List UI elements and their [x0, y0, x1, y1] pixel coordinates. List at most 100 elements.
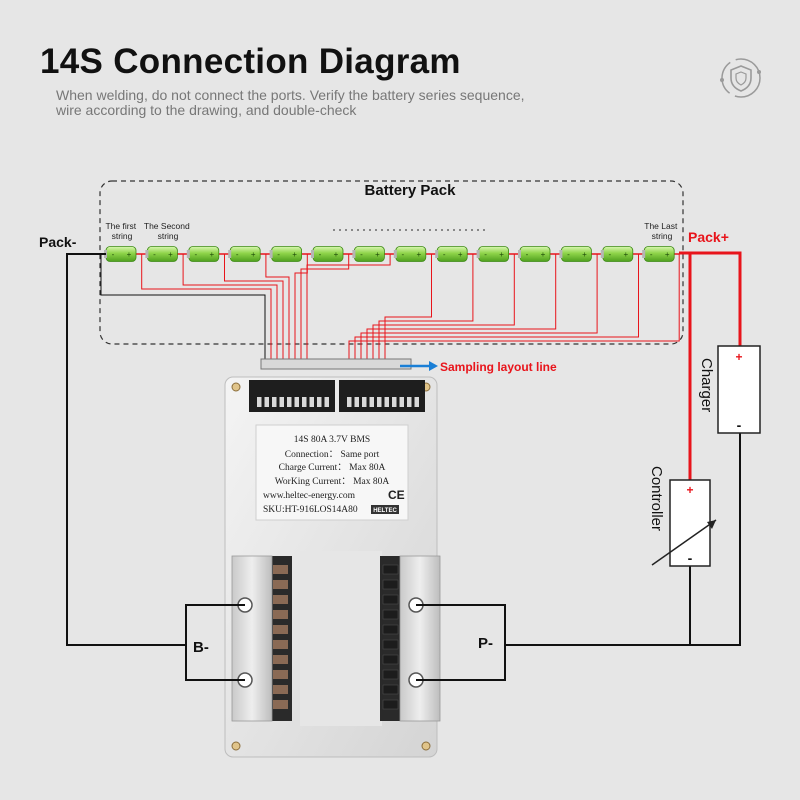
bms-label-line1: 14S 80A 3.7V BMS [294, 435, 370, 445]
battery-cell-cap [186, 250, 190, 258]
charger-label: Charger [698, 358, 715, 412]
cell-plus-sign: + [416, 250, 421, 259]
battery-cell-body [436, 246, 468, 262]
screw-icon [231, 741, 241, 751]
connector-pin [317, 397, 322, 407]
bms-label-line4: WorKing Current： Max 80A [275, 477, 390, 487]
sampling-wire [354, 254, 639, 359]
battery-cell-cap [642, 250, 646, 258]
battery-cell-body [146, 246, 178, 262]
battery-cell-body [561, 246, 592, 262]
connector-pin [392, 397, 397, 407]
b-negative-sense-wire [100, 254, 266, 359]
battery-cell: -+ [559, 246, 592, 262]
pack-negative-wire [66, 253, 186, 646]
screw-icon [421, 741, 431, 751]
battery-cell-cap [228, 250, 232, 258]
battery-cell-body [353, 246, 385, 262]
mosfet [382, 624, 399, 635]
charger-plus: + [735, 350, 742, 364]
p-negative-wire [505, 433, 741, 646]
cell-minus-sign: - [319, 250, 322, 259]
bms-label-sticker [255, 424, 409, 521]
mosfet [273, 685, 288, 694]
battery-cell-cap [435, 250, 439, 258]
first-string-label-line1: The first [105, 221, 136, 231]
b-negative-bracket [185, 604, 245, 681]
controller-label: Controller [648, 466, 665, 531]
battery-cell-body [105, 246, 137, 262]
sampling-wire [348, 254, 680, 359]
connector-pin [377, 397, 382, 407]
busbar-left [231, 555, 273, 722]
p-negative-label: P- [478, 635, 493, 652]
mosfet [273, 700, 288, 709]
cell-plus-sign: + [127, 250, 132, 259]
connector-pin [354, 397, 359, 407]
shield-check-icon [720, 58, 761, 98]
battery-cell: -+ [476, 246, 510, 262]
battery-cell-body [312, 246, 344, 262]
variable-resistor-arrow-head [707, 520, 716, 529]
battery-cell-cap [559, 250, 563, 258]
subtitle-line-1: When welding, do not connect the ports. … [56, 87, 525, 103]
cell-minus-sign: - [567, 250, 570, 259]
sampling-wires [100, 253, 680, 359]
mosfet [382, 564, 399, 575]
cell-minus-sign: - [526, 250, 529, 259]
mosfet [273, 670, 288, 679]
bms-board: 14S 80A 3.7V BMS Connection： Same port C… [224, 376, 441, 758]
battery-pack-title: Battery Pack [365, 182, 457, 199]
cell-plus-sign: + [375, 250, 380, 259]
battery-cell: -+ [393, 246, 427, 262]
battery-cell-body [229, 246, 261, 262]
cell-plus-sign: + [499, 250, 504, 259]
cell-minus-sign: - [484, 250, 487, 259]
sampling-layout-label: Sampling layout line [440, 360, 557, 374]
cell-plus-sign: + [168, 250, 173, 259]
mosfet [273, 565, 288, 574]
connector-pin [309, 397, 314, 407]
connector-pin [324, 397, 329, 407]
mosfet [382, 594, 399, 605]
sampling-wire [182, 254, 278, 359]
sampling-wire [224, 254, 284, 359]
sampling-wire [360, 254, 598, 359]
connector-pin [302, 397, 307, 407]
bms-label-line5: www.heltec-energy.com [263, 491, 356, 501]
ce-mark: CE [388, 488, 405, 502]
second-string-label: The Second string [144, 221, 192, 241]
battery-cell: -+ [352, 246, 385, 262]
bms-label-line6: SKU:HT-916LOS14A80 [263, 505, 358, 515]
mosfet [382, 609, 399, 620]
p-negative-label-bg [474, 630, 502, 652]
battery-cell: -+ [228, 246, 261, 262]
cell-minus-sign: - [401, 250, 404, 259]
battery-cell-body [602, 246, 634, 262]
sampling-wire [265, 254, 290, 359]
battery-cell-body [271, 246, 303, 262]
connector-pin [272, 397, 277, 407]
cell-plus-sign: + [665, 250, 670, 259]
mosfet [382, 699, 399, 710]
connector-pin [407, 397, 412, 407]
connector-pin [287, 397, 292, 407]
sampling-wire [384, 254, 432, 359]
cell-minus-sign: - [153, 250, 156, 259]
cell-minus-sign: - [277, 250, 280, 259]
variable-resistor-arrow-line [651, 519, 717, 566]
cell-plus-sign: + [334, 250, 339, 259]
battery-cell: -+ [104, 246, 137, 262]
sampling-wire [366, 254, 557, 359]
sampling-wire [306, 254, 391, 359]
mosfet [273, 655, 288, 664]
battery-cell-cap [393, 250, 397, 258]
battery-cell-body [519, 246, 551, 262]
connector-pin [294, 397, 299, 407]
battery-cell-body [395, 246, 427, 262]
mosfets [273, 564, 399, 710]
pack-negative-label: Pack- [39, 234, 77, 250]
cell-plus-sign: + [209, 250, 214, 259]
last-string-label-line1: The Last [644, 221, 678, 231]
